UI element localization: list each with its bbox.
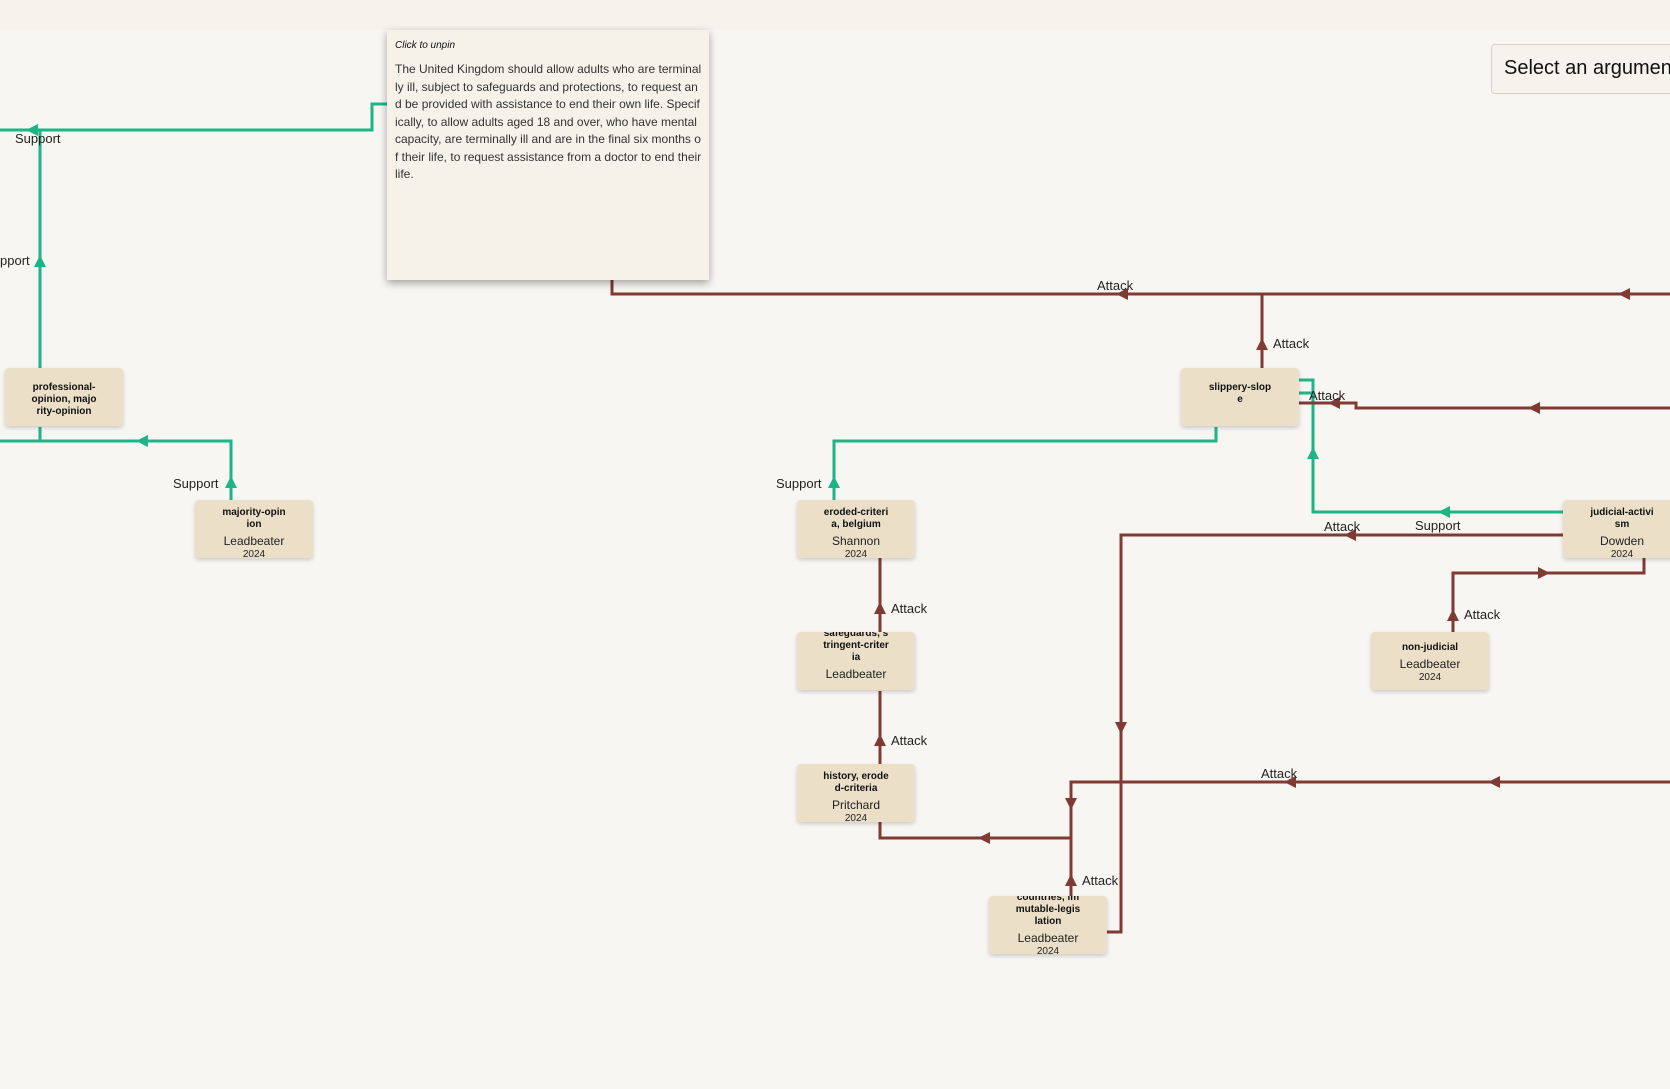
edge-label-attack-safeguards: Attack [891,601,928,616]
edge-labels: Support pport Support Attack Attack Atta… [0,131,1501,888]
edge-label-support-top: Support [15,131,61,146]
arrow-attack-right-slippery-2 [1328,397,1340,409]
arrow-attack-countries [1065,874,1077,886]
arrow-attack-slippery [1256,338,1268,350]
arrow-support-majority-left [136,435,148,447]
node-year: 2024 [242,549,266,558]
edge-label-attack-mid: Attack [1261,766,1298,781]
node-label: history, erode d-criteria [823,771,889,794]
edge-attack-top [610,280,1670,296]
edge-support-eroded [832,427,1218,500]
node-label: eroded-criteri a, belgium [823,507,889,530]
attack-arrows [874,288,1630,886]
arrow-attack-history-out [978,832,990,844]
node-author: Leadbeater [223,534,285,548]
edge-label-attack-non-judicial: Attack [1464,607,1501,622]
node-label: non-judicial [1401,642,1459,653]
edge-label-attack-countries: Attack [1082,873,1119,888]
tooltip-text: The United Kingdom should allow adults w… [395,62,702,181]
node-author: Dowden [1599,534,1645,548]
node-label: countries, im mutable-legis lation [1015,896,1081,927]
attack-edges [610,280,1670,934]
arrow-support-professional [34,255,46,267]
edge-label-attack-top: Attack [1097,278,1134,293]
arrow-attack-judicial-left [1344,529,1356,541]
arrow-support-top [26,124,38,136]
node-eroded-criteria[interactable]: eroded-criteri a, belgium Shannon 2024 [797,500,915,558]
node-professional-opinion[interactable]: professional- opinion, majo rity-opinion [5,368,123,426]
node-year: 2024 [844,549,868,558]
edge-label-support-eroded: Support [776,476,822,491]
edge-support-judicial-stub [1299,378,1315,393]
edge-attack-mid [1069,780,1670,896]
edge-label-support-left: pport [0,253,30,268]
node-non-judicial[interactable]: non-judicial Leadbeater 2024 [1371,632,1489,690]
edge-label-support-judicial: Support [1415,518,1461,533]
edge-attack-judicial [1107,533,1563,934]
support-arrows [26,124,1450,518]
arrow-attack-top-left [1116,288,1128,300]
arrow-attack-safeguards [874,602,886,614]
edge-label-support-majority: Support [173,476,219,491]
node-year: 2024 [1036,946,1060,954]
arrow-support-judicial-up [1307,447,1319,459]
edge-label-attack-judicial: Attack [1324,519,1361,534]
node-countries[interactable]: countries, im mutable-legis lation Leadb… [989,896,1107,954]
arrow-support-majority-up [225,476,237,488]
edge-label-attack-history: Attack [891,733,928,748]
node-slippery-slope[interactable]: slippery-slop e [1181,368,1299,426]
node-author: Pritchard [831,798,881,812]
arrow-attack-mid-2 [1284,776,1296,788]
node-safeguards[interactable]: safeguards, s tringent-criter ia Leadbea… [797,632,915,690]
arrow-attack-non-judicial-up [1447,609,1459,621]
node-label: majority-opin ion [222,507,286,530]
node-year: 2024 [1610,549,1634,558]
node-label: slippery-slop e [1208,382,1272,405]
arrow-attack-mid-1 [1488,776,1500,788]
node-year: 2024 [844,813,868,822]
pinned-tooltip[interactable]: Click to unpin The United Kingdom should… [387,30,709,280]
node-label: safeguards, s tringent-criter ia [823,632,889,663]
node-judicial-activism[interactable]: judicial-activi sm Dowden 2024 [1563,500,1670,558]
arrow-attack-non-judicial-right [1538,567,1550,579]
edge-label-attack-right-slippery: Attack [1309,388,1346,403]
node-label: professional- opinion, majo rity-opinion [31,382,97,417]
unpin-hint: Click to unpin [395,40,456,51]
edge-support-top [0,102,387,132]
edge-support-judicial [1299,391,1563,514]
node-majority-opinion[interactable]: majority-opin ion Leadbeater 2024 [195,500,313,558]
support-edges [0,102,1563,514]
arrow-attack-history [874,734,886,746]
edge-attack-history-out [878,822,1071,840]
argument-select[interactable]: Select an argumen [1491,44,1670,94]
arrow-support-judicial-left [1438,506,1450,518]
node-author: Leadbeater [825,667,887,681]
node-label: judicial-activi sm [1590,507,1654,530]
edge-support-majority [0,439,233,500]
arrow-attack-judicial-down [1115,722,1127,734]
node-history[interactable]: history, erode d-criteria Pritchard 2024 [797,764,915,822]
node-author: Shannon [831,534,881,548]
edge-attack-right-slippery [1299,401,1670,410]
node-year: 2024 [1418,672,1442,683]
node-author: Leadbeater [1017,931,1079,945]
arrow-attack-top-right [1618,288,1630,300]
edge-label-attack-slippery: Attack [1273,336,1310,351]
arrow-support-eroded [828,476,840,488]
node-author: Leadbeater [1399,657,1461,671]
arrow-attack-right-slippery-1 [1528,402,1540,414]
top-bar [0,0,1670,30]
arrow-attack-mid-down [1065,798,1077,810]
